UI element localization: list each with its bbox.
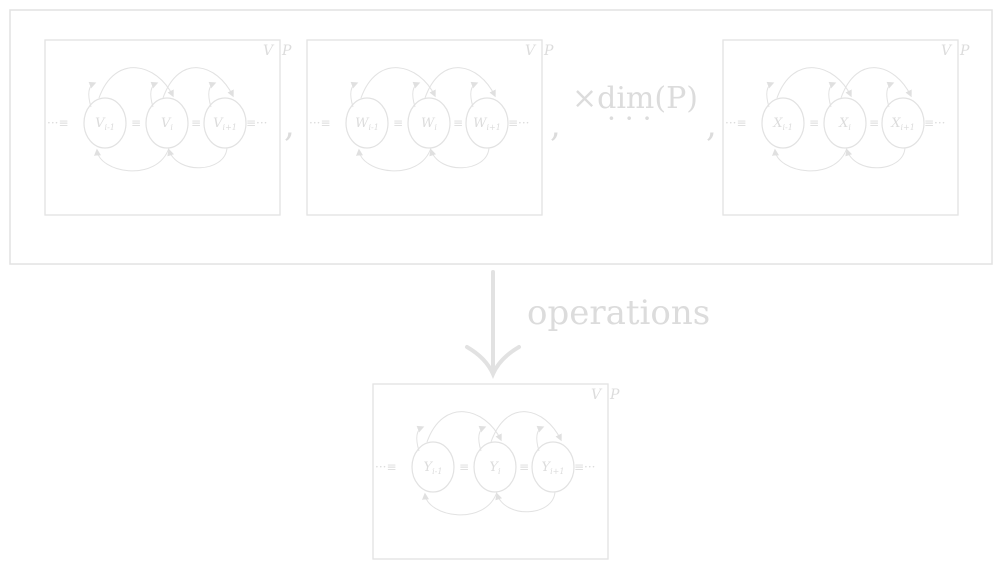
node [465,97,509,149]
self-loop-edge [88,81,97,108]
node-label: Xi+1 [890,116,915,132]
self-loop-edge [478,425,487,452]
edge-forward [426,411,502,443]
node [761,97,805,149]
corner-label-p: P [959,43,970,59]
separator: ≡ [869,116,879,130]
edge-forward [490,411,562,443]
corner-label-v: V [941,43,953,59]
node [83,97,127,149]
left-ellipsis: ···≡ [47,116,69,130]
left-ellipsis: ···≡ [375,460,397,474]
edge-backward [429,147,490,169]
left-ellipsis: ···≡ [725,116,747,130]
node-label: Wi [421,116,437,132]
node [411,441,455,493]
edge-backward [772,147,848,172]
corner-label-p: P [281,43,292,59]
node-label: Yi-1 [424,460,443,476]
dim-label: ×dim(P) [572,81,698,116]
operations-arrow-head [465,345,521,379]
edge-backward [495,491,556,513]
self-loop-edge [536,425,545,452]
edge-forward [98,67,174,99]
edge-backward [845,147,906,169]
node-label: Wi-1 [355,116,379,132]
comma-2: , [550,105,561,145]
node [881,97,925,149]
separator: ≡ [191,116,201,130]
node [531,441,575,493]
edge-forward [360,67,436,99]
node [823,97,867,149]
node [203,97,247,149]
corner-label-v: V [525,43,537,59]
edge-forward [162,67,234,99]
node-label: Xi [838,116,851,132]
edge-backward [94,147,170,172]
node [473,441,517,493]
right-ellipsis: ≡··· [924,116,946,130]
node-label: Vi+1 [213,116,237,132]
left-ellipsis: ···≡ [309,116,331,130]
input-group-frame [9,9,993,265]
self-loop-edge [412,81,421,108]
right-ellipsis: ≡··· [574,460,596,474]
separator: ≡ [519,460,529,474]
edge-forward [424,67,496,99]
separator: ≡ [131,116,141,130]
edge-forward [776,67,852,99]
ellipsis-dots: · · · [607,102,652,135]
right-ellipsis: ≡··· [246,116,268,130]
node-label: Wi+1 [473,116,501,132]
edge-forward [840,67,912,99]
node [145,97,189,149]
edge-backward [422,491,498,516]
self-loop-edge [208,81,217,108]
self-loop-edge [150,81,159,108]
separator: ≡ [393,116,403,130]
edge-backward [167,147,228,169]
separator: ≡ [459,460,469,474]
node-label: Vi [161,116,173,132]
node [407,97,451,149]
operations-label: operations [527,293,710,333]
node-label: Yi+1 [542,460,565,476]
node-label: Yi [489,460,501,476]
node-label: Vi-1 [95,116,115,132]
comma-1: , [284,105,295,145]
node-label: Xi-1 [772,116,793,132]
node [345,97,389,149]
self-loop-edge [766,81,775,108]
corner-label-p: P [609,387,620,403]
separator: ≡ [809,116,819,130]
self-loop-edge [416,425,425,452]
corner-label-v: V [263,43,275,59]
self-loop-edge [886,81,895,108]
corner-label-v: V [591,387,603,403]
right-ellipsis: ≡··· [508,116,530,130]
self-loop-edge [470,81,479,108]
comma-3: , [706,105,717,145]
separator: ≡ [453,116,463,130]
self-loop-edge [828,81,837,108]
corner-label-p: P [543,43,554,59]
self-loop-edge [350,81,359,108]
edge-backward [356,147,432,172]
